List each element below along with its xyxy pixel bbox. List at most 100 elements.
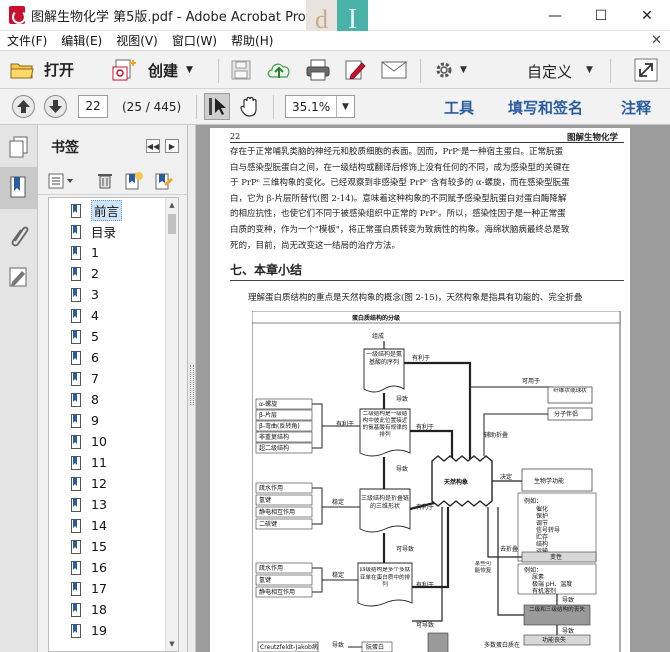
page-number-input[interactable]: 22 — [78, 95, 108, 118]
bookmark-item[interactable]: 5 — [49, 326, 167, 347]
edit-icon[interactable] — [344, 59, 366, 81]
bookmark-item[interactable]: 18 — [49, 599, 167, 620]
bookmark-item[interactable]: 1 — [49, 242, 167, 263]
bookmark-label: 3 — [91, 287, 99, 302]
bookmark-item[interactable]: 19 — [49, 620, 167, 641]
previous-page-button[interactable] — [12, 95, 35, 118]
bookmark-item[interactable]: 16 — [49, 557, 167, 578]
create-dropdown-icon[interactable]: ▼ — [186, 65, 193, 75]
bookmark-label: 目录 — [91, 225, 117, 240]
expand-icon[interactable] — [634, 58, 658, 82]
bookmark-label: 8 — [91, 392, 99, 407]
options-menu-icon[interactable] — [48, 173, 76, 189]
page-thumbnails-icon[interactable] — [7, 135, 31, 159]
bookmark-item[interactable]: 13 — [49, 494, 167, 515]
bookmark-item[interactable]: 11 — [49, 452, 167, 473]
paragraph-line: 白，它为 β-片层所替代(图 2-14)。意味着这种构象的不同赋予感染型朊蛋白对… — [230, 193, 567, 204]
bookmark-properties-icon[interactable] — [154, 171, 174, 191]
bookmark-item[interactable]: 2 — [49, 263, 167, 284]
settings-dropdown-icon[interactable]: ▼ — [460, 65, 467, 75]
menu-edit[interactable]: 编辑(E) — [61, 34, 103, 48]
navigation-pane-rail — [0, 125, 38, 652]
chevron-down-icon[interactable]: ▼ — [336, 96, 354, 117]
customize-label[interactable]: 自定义 — [527, 63, 573, 81]
bookmark-flag-icon — [71, 413, 81, 428]
bookmark-label: 2 — [91, 266, 99, 281]
collapse-panel-button[interactable]: ◀◀ — [146, 139, 160, 153]
quat-item: 静电相互作用 — [259, 588, 295, 596]
quat-item: 氢键 — [259, 576, 271, 584]
select-tool-button[interactable] — [204, 93, 230, 120]
bookmark-label: 13 — [91, 497, 107, 512]
bookmark-item[interactable]: 7 — [49, 368, 167, 389]
trash-icon[interactable] — [97, 172, 113, 190]
bookmark-item[interactable]: 10 — [49, 431, 167, 452]
create-button[interactable]: 创建 ▼ — [112, 59, 193, 81]
bookmark-item[interactable]: 6 — [49, 347, 167, 368]
zoom-select[interactable]: 35.1% ▼ — [285, 95, 355, 118]
pane-splitter[interactable] — [188, 125, 196, 652]
close-window-button[interactable]: ✕ — [641, 7, 653, 24]
arrow-down-icon — [49, 100, 62, 113]
document-viewport[interactable]: 22 图解生物化学 存在于正常哺乳类脑的神经元和胶质细胞的表面。因而，PrPᶜ是… — [196, 125, 670, 652]
fiber-globular-label: 纤维状或球状 — [553, 388, 587, 394]
scroll-down-icon[interactable]: ▼ — [169, 640, 175, 648]
label-composed: 组成 — [372, 332, 384, 340]
bookmark-label: 前言 — [91, 200, 123, 221]
open-button[interactable]: 打开 — [10, 59, 74, 80]
minimize-button[interactable]: — — [548, 7, 562, 24]
bookmark-item[interactable]: 9 — [49, 410, 167, 431]
close-document-icon[interactable]: ✕ — [651, 33, 662, 48]
fill-and-sign-link[interactable]: 填写和签名 — [508, 99, 584, 117]
quaternary-list: 疏水作用 氢键 静电相互作用 — [255, 562, 313, 598]
tools-link[interactable]: 工具 — [444, 99, 475, 117]
bookmarks-tab[interactable] — [0, 167, 37, 209]
bookmark-item[interactable]: 15 — [49, 536, 167, 557]
comment-link[interactable]: 注释 — [621, 99, 652, 117]
next-page-button[interactable] — [44, 95, 67, 118]
expand-panel-button[interactable]: ▶ — [165, 139, 179, 153]
bookmark-item[interactable]: 8 — [49, 389, 167, 410]
bookmarks-scrollbar[interactable]: ▲ ▼ — [165, 198, 178, 651]
acrobat-app-icon — [9, 6, 26, 24]
menu-help[interactable]: 帮助(H) — [231, 34, 274, 48]
secondary-list: α-螺旋 β-片层 β-弯曲(反转角) 非重复结构 超二级结构 — [255, 398, 313, 454]
printer-icon[interactable] — [306, 59, 330, 81]
bookmark-item[interactable]: 14 — [49, 515, 167, 536]
bookmark-label: 4 — [91, 308, 99, 323]
cloud-upload-icon[interactable] — [266, 59, 292, 81]
menu-window[interactable]: 窗口(W) — [171, 34, 218, 48]
navigation-toolbar: 22 (25 / 445) 35.1% ▼ 工具 填写和签名 注释 — [0, 89, 670, 125]
menu-view[interactable]: 视图(V) — [116, 34, 158, 48]
new-bookmark-icon[interactable] — [124, 171, 144, 191]
bookmark-item[interactable]: 4 — [49, 305, 167, 326]
maximize-button[interactable]: ☐ — [594, 7, 608, 24]
function-item: 结构 — [536, 540, 548, 548]
scroll-thumb[interactable] — [168, 214, 176, 234]
bookmark-item[interactable]: 目录 — [49, 221, 167, 242]
bookmark-label: 11 — [91, 455, 107, 470]
bookmark-item[interactable]: 3 — [49, 284, 167, 305]
customize-dropdown-icon[interactable]: ▼ — [586, 65, 593, 75]
gear-icon[interactable] — [434, 60, 454, 80]
mail-icon[interactable] — [381, 61, 407, 79]
menu-file[interactable]: 文件(F) — [7, 34, 48, 48]
sec-item: β-弯曲(反转角) — [259, 422, 300, 430]
bookmark-flag-icon — [71, 455, 81, 470]
label-favors-2: 有利于 — [416, 423, 434, 431]
summary-paragraph: 理解蛋白质结构的重点是天然构象的概念(图 2-15)，天然构象是指具有功能的、完… — [248, 291, 622, 307]
ter-item: 疏水作用 — [259, 484, 283, 492]
signature-icon[interactable] — [7, 265, 31, 289]
hand-tool-button[interactable] — [238, 94, 262, 122]
save-icon[interactable] — [231, 60, 251, 80]
bookmark-item[interactable]: 12 — [49, 473, 167, 494]
create-label: 创建 — [148, 61, 179, 80]
paragraph-line: 理解蛋白质结构的重点是天然构象的概念(图 2-15)，天然构象是指具有功能的、完… — [248, 293, 583, 303]
bookmark-flag-icon — [71, 371, 81, 386]
bookmark-item[interactable]: 前言 — [49, 200, 167, 221]
scroll-up-icon[interactable]: ▲ — [169, 201, 175, 209]
cause-item: 有机溶剂 — [532, 587, 556, 595]
paperclip-icon[interactable] — [7, 223, 31, 247]
bookmark-item[interactable]: 17 — [49, 578, 167, 599]
